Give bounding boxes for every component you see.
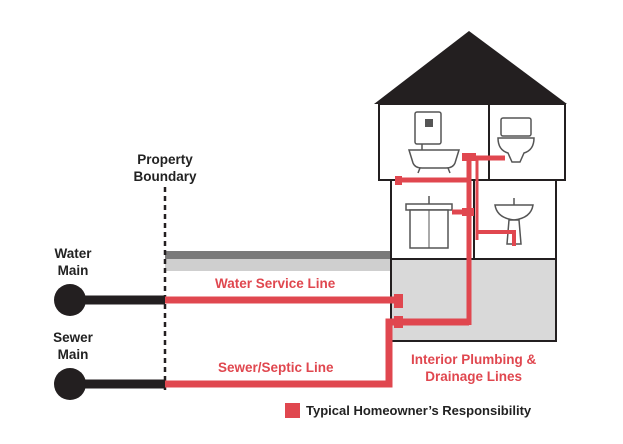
house-upper-floor	[378, 103, 566, 181]
legend-label: Typical Homeowner’s Responsibility	[306, 403, 532, 418]
sewer-main	[54, 368, 86, 400]
water-main-label-line1: Water	[54, 246, 92, 261]
sink-branch	[477, 230, 516, 246]
vanity-icon	[405, 196, 453, 249]
street-band	[165, 251, 391, 259]
interior-plumbing-label-line2: Drainage Lines	[425, 369, 523, 384]
property-boundary-label: Property Boundary	[120, 151, 210, 185]
water-main-label: Water Main	[40, 245, 106, 279]
legend-swatch	[285, 403, 300, 418]
water-service-line-label: Water Service Line	[215, 276, 336, 291]
roof	[374, 31, 567, 104]
water-heater-icon	[414, 111, 442, 150]
cleanout	[394, 316, 403, 328]
sewer-septic-line-label: Sewer/Septic Line	[218, 360, 334, 375]
water-main	[54, 284, 86, 316]
property-boundary-label-line2: Boundary	[133, 169, 197, 184]
sewer-main-label-line1: Sewer	[53, 330, 93, 345]
sewer-main-label: Sewer Main	[40, 329, 106, 363]
interior-plumbing-label: Interior Plumbing & Drainage Lines	[411, 351, 536, 385]
water-main-label-line2: Main	[57, 263, 89, 278]
sewer-septic-line	[165, 318, 469, 388]
sewer-main-label-line2: Main	[57, 347, 89, 362]
water-meter	[394, 294, 403, 308]
interior-plumbing-label-line1: Interior Plumbing &	[411, 352, 537, 367]
bathtub-icon	[407, 149, 461, 174]
homeowner-pipes	[165, 153, 516, 388]
street-band-light	[165, 259, 391, 271]
toilet-icon	[497, 117, 535, 163]
property-boundary-label-line1: Property	[137, 152, 193, 167]
basement	[390, 258, 557, 342]
